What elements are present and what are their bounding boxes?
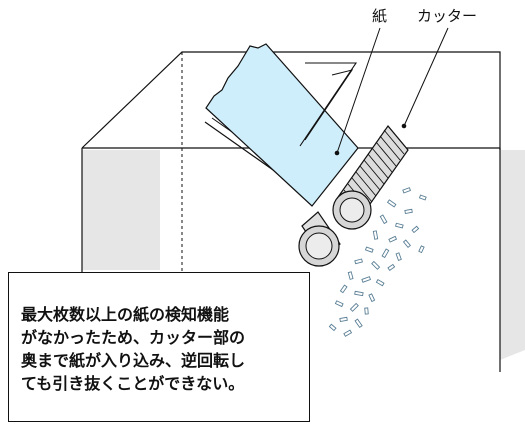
paper-leader-line <box>336 27 381 154</box>
note-line: 奥まで紙が入り込み、逆回転し <box>21 351 246 370</box>
note-line: ても引き抜くことができない。 <box>21 374 245 393</box>
note-line: がなかったため、カッター部の <box>21 328 246 347</box>
explanation-note: 最大枚数以上の紙の検知機能 がなかったため、カッター部の 奥まで紙が入り込み、逆… <box>8 272 310 422</box>
cutter-leader-line <box>403 27 449 127</box>
paper-label: 紙 <box>372 7 388 25</box>
cutter-label: カッター <box>417 7 478 25</box>
cabinet-left-face <box>82 150 160 270</box>
cutter-roller-front <box>332 125 409 230</box>
paper-fold-top <box>299 62 358 147</box>
note-line: 最大枚数以上の紙の検知機能 <box>21 305 230 324</box>
cutter-leader-dot <box>401 123 407 129</box>
shredded-paper-pieces <box>328 187 427 337</box>
cabinet-top-back-edge <box>81 51 501 150</box>
cutter-roller-rear <box>298 211 341 267</box>
paper-fold-side <box>304 69 354 141</box>
paper-leader-dot <box>334 150 340 156</box>
paper-sheet <box>205 43 359 207</box>
cabinet-right-face <box>500 150 525 360</box>
